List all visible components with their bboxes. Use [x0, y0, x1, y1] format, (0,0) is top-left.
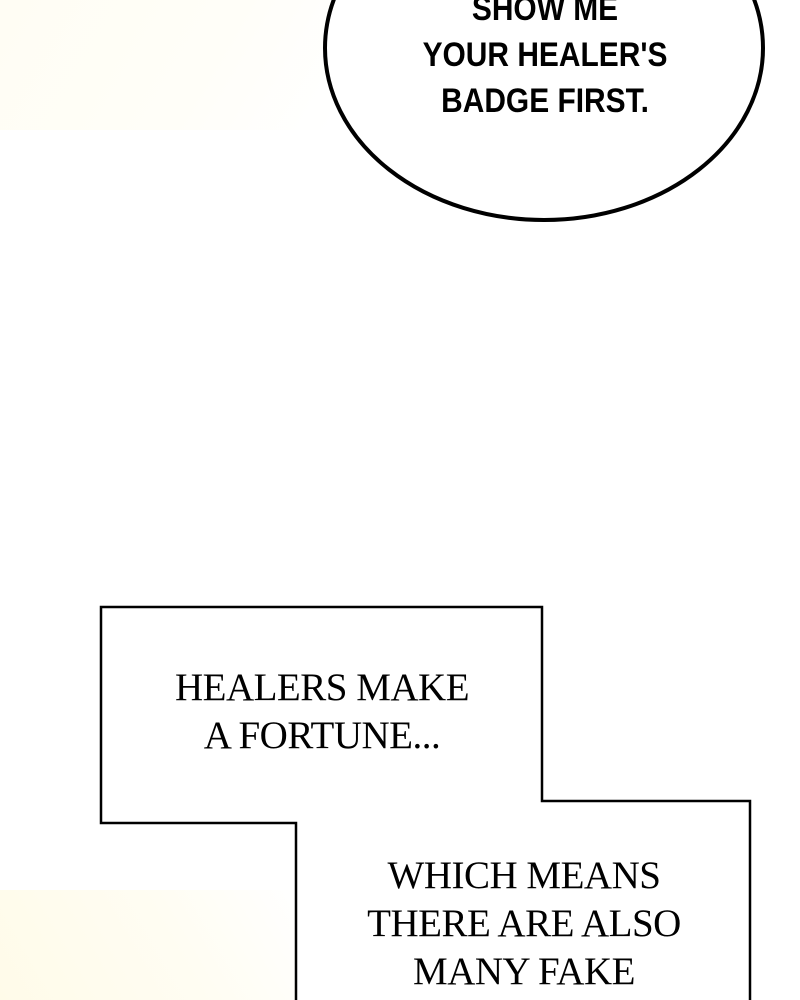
- bubble-line: SHOW ME: [471, 0, 619, 28]
- narration-text-2: WHICH MEANS THERE ARE ALSO MANY FAKE: [300, 852, 748, 996]
- narration-line: WHICH MEANS: [387, 854, 661, 897]
- background-glow: [0, 890, 300, 1000]
- narration-box-outline: [99, 605, 752, 1000]
- speech-bubble-text: SHOW ME YOUR HEALER'S BADGE FIRST.: [351, 0, 738, 124]
- narration-line: MANY FAKE: [413, 950, 635, 993]
- narration-line: THERE ARE ALSO: [367, 902, 681, 945]
- narration-line: HEALERS MAKE: [174, 666, 470, 709]
- speech-bubble-outline: [323, 0, 765, 222]
- bubble-line: BADGE FIRST.: [441, 82, 649, 120]
- background-glow: [0, 0, 330, 130]
- bubble-line: YOUR HEALER'S: [422, 36, 668, 74]
- narration-text-1: HEALERS MAKE A FORTUNE...: [110, 664, 534, 760]
- narration-line: A FORTUNE...: [203, 714, 441, 757]
